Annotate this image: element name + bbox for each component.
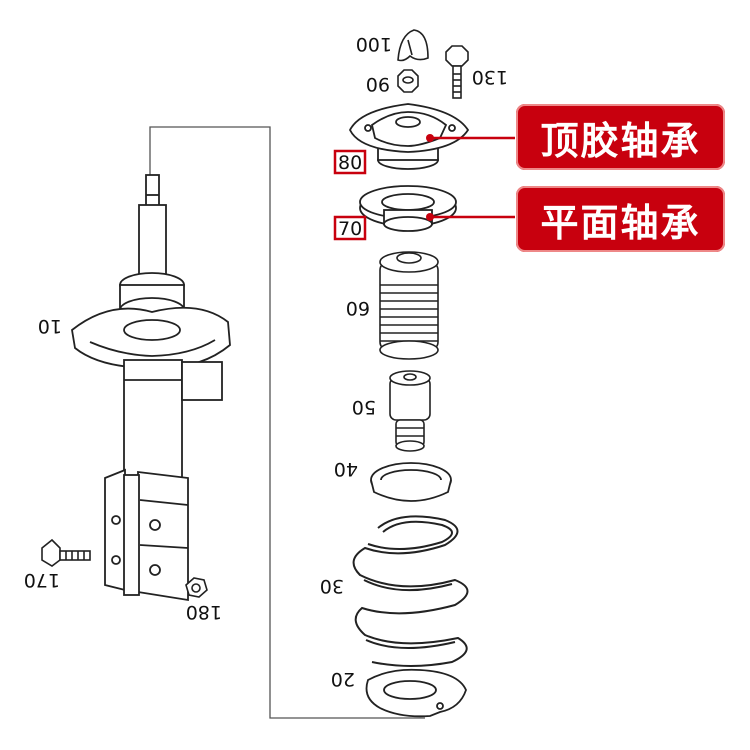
assembly-bracket-line xyxy=(149,126,425,719)
lower-seat-20-icon xyxy=(365,668,467,718)
part-number-10: 10 xyxy=(38,315,62,337)
top-mount-leader-dot xyxy=(426,134,434,142)
part-number-170: 170 xyxy=(24,569,60,591)
part-number-20: 20 xyxy=(331,668,355,690)
part-number-50: 50 xyxy=(352,396,376,418)
bolt-130-icon xyxy=(445,45,469,99)
part-80-highlight xyxy=(333,149,367,175)
part-number-90: 90 xyxy=(366,73,390,95)
top-mount-callout: 顶胶轴承 xyxy=(516,104,725,170)
spring-seat-40-icon xyxy=(370,462,452,502)
strut-bearing-callout: 平面轴承 xyxy=(516,186,725,252)
strut-bearing-70-icon xyxy=(359,185,457,232)
part-number-40: 40 xyxy=(334,458,358,480)
strut-bearing-leader-dot xyxy=(426,213,434,221)
part-number-180: 180 xyxy=(186,601,222,623)
part-number-100: 100 xyxy=(356,33,392,55)
bump-stop-50-icon xyxy=(389,370,431,452)
coil-spring-30-icon xyxy=(352,515,469,667)
part-number-70: 70 xyxy=(338,218,362,240)
nut-90-icon xyxy=(397,69,419,93)
bolt-170-icon xyxy=(41,538,91,567)
strut-assembly xyxy=(71,174,231,602)
part-70-highlight xyxy=(333,215,367,241)
cap-100-icon xyxy=(397,29,429,62)
part-number-80: 80 xyxy=(338,152,362,174)
part-number-130: 130 xyxy=(472,66,508,88)
nut-180-icon xyxy=(185,577,208,598)
top-mount-80-icon xyxy=(348,103,470,170)
part-number-30: 30 xyxy=(320,575,344,597)
part-number-60: 60 xyxy=(346,297,370,319)
bellows-60-icon xyxy=(379,251,439,360)
